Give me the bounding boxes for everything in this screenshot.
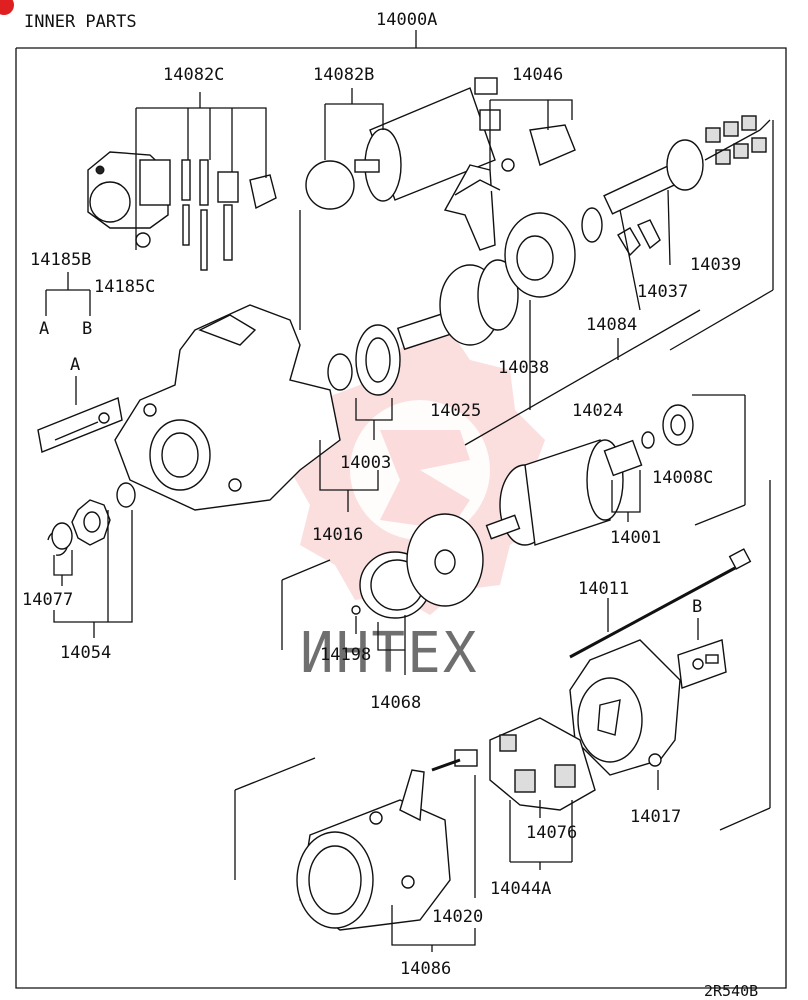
part-14046-shift-lever[interactable] xyxy=(443,124,576,251)
part-14037-gear-shaft[interactable] xyxy=(603,139,704,215)
label-14017: 14017 xyxy=(630,807,681,827)
part-14082B-magnetic-switch[interactable] xyxy=(354,77,501,202)
label-14003: 14003 xyxy=(340,453,391,473)
label-14185B: 14185B xyxy=(30,250,91,270)
label-14054: 14054 xyxy=(60,643,111,663)
part-14008C-ring[interactable] xyxy=(641,431,655,449)
part-14082B-ring[interactable] xyxy=(305,160,355,210)
part-14086-yoke[interactable] xyxy=(296,769,451,931)
part-14084-washers[interactable] xyxy=(581,207,661,257)
label-14198: 14198 xyxy=(320,645,371,665)
part-14082C-leads[interactable] xyxy=(181,159,277,271)
part-14054-spring[interactable] xyxy=(116,482,136,508)
label-14068: 14068 xyxy=(370,693,421,713)
label-14082B: 14082B xyxy=(313,65,374,85)
label-14185C: 14185C xyxy=(94,277,155,297)
part-14011-through-bolt[interactable] xyxy=(569,548,752,659)
label-14038: 14038 xyxy=(498,358,549,378)
label-A-left: A xyxy=(39,319,49,339)
part-14038-plate[interactable] xyxy=(504,212,576,298)
label-14011: 14011 xyxy=(578,579,629,599)
part-14008C-bearing[interactable] xyxy=(662,404,694,446)
label-14020: 14020 xyxy=(432,907,483,927)
label-14016: 14016 xyxy=(312,525,363,545)
label-14084: 14084 xyxy=(586,315,637,335)
label-14039: 14039 xyxy=(690,255,741,275)
label-A-detail: A xyxy=(70,355,80,375)
part-14003-washer[interactable] xyxy=(327,353,353,391)
label-14077: 14077 xyxy=(22,590,73,610)
label-14086: 14086 xyxy=(400,959,451,979)
part-14020-brush-lead[interactable] xyxy=(431,749,478,772)
diagram-code: 2R540B xyxy=(704,982,758,1000)
label-B-detail: B xyxy=(692,597,702,617)
label-14001: 14001 xyxy=(610,528,661,548)
label-14008C: 14008C xyxy=(652,468,713,488)
part-14077-stop-collar[interactable] xyxy=(51,522,73,550)
assembly-frame xyxy=(15,47,787,989)
part-14082C-solenoid-switch[interactable] xyxy=(87,151,171,229)
detail-B-screw[interactable] xyxy=(677,639,727,689)
detail-A-bolt[interactable] xyxy=(37,397,123,453)
part-14017-end-frame[interactable] xyxy=(569,639,681,776)
part-14198-ball[interactable] xyxy=(351,605,361,615)
corner-badge-icon xyxy=(0,0,14,15)
part-14025-clutch[interactable] xyxy=(396,259,519,351)
part-14068-plate[interactable] xyxy=(406,513,484,607)
label-14024: 14024 xyxy=(572,401,623,421)
part-14003-bearing[interactable] xyxy=(355,324,401,396)
label-14076: 14076 xyxy=(526,823,577,843)
assembly-number: 14000A xyxy=(376,10,437,30)
part-14016-drive-housing[interactable] xyxy=(114,304,341,511)
label-14082C: 14082C xyxy=(163,65,224,85)
label-B-left: B xyxy=(82,319,92,339)
label-14046: 14046 xyxy=(512,65,563,85)
label-14025: 14025 xyxy=(430,401,481,421)
watermark-text: ИНТЕХ xyxy=(300,621,479,686)
part-14039-rollers[interactable] xyxy=(705,115,767,165)
label-14037: 14037 xyxy=(637,282,688,302)
part-14001-armature[interactable] xyxy=(485,439,643,546)
part-14076-brush-holder[interactable] xyxy=(489,717,596,811)
part-14185C-bolt[interactable] xyxy=(135,232,151,248)
section-title: INNER PARTS xyxy=(24,12,137,32)
part-14054-pinion[interactable] xyxy=(71,499,111,546)
label-14044A: 14044A xyxy=(490,879,551,899)
